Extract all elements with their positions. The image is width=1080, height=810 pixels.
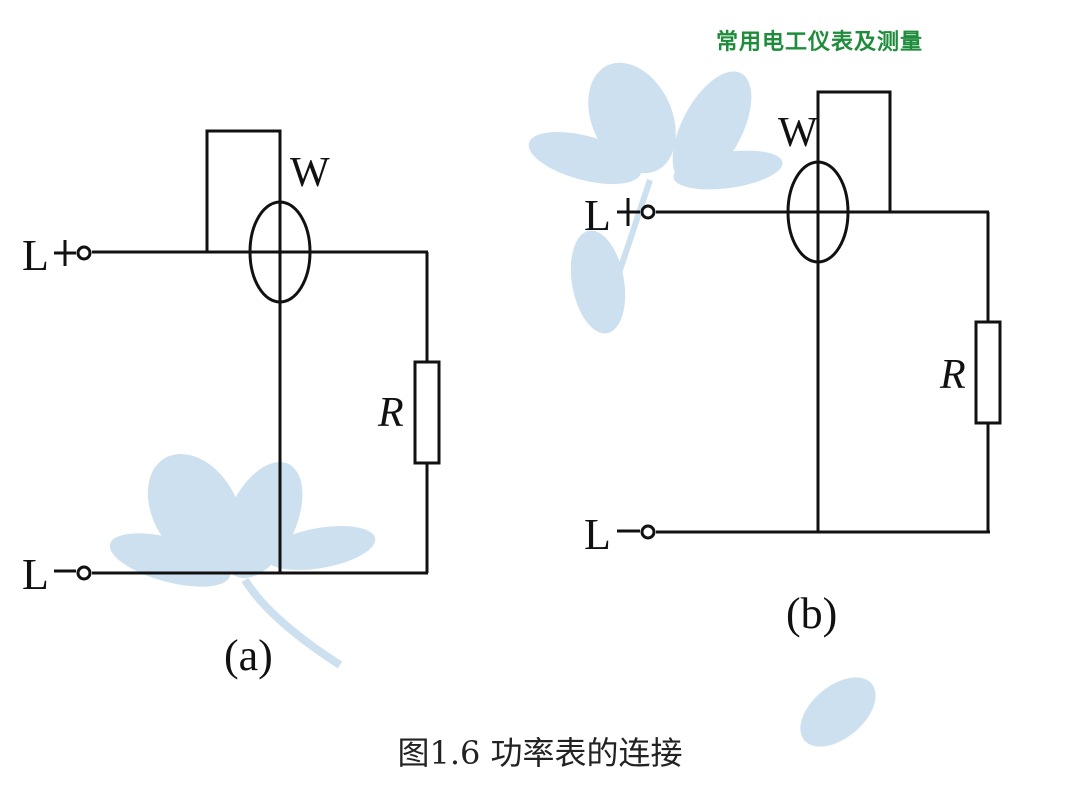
resistor-b-label: R [940, 352, 966, 398]
watermark-flower [109, 62, 876, 747]
wattmeter-b-label: W [778, 110, 818, 156]
voltage-coil-loop-a [205, 129, 282, 252]
resistor-b [974, 320, 1002, 425]
terminal-b-pos-label: L [584, 191, 611, 240]
resistor-a [413, 360, 441, 465]
resistor-a-label: R [378, 390, 404, 436]
voltage-coil-loop-b [816, 90, 892, 212]
wattmeter-a-label: W [290, 150, 330, 196]
circuit-a [54, 129, 441, 581]
watermark-leaf [800, 677, 876, 747]
watermark-flower-top [528, 62, 783, 334]
terminal-b-pos [640, 204, 656, 220]
terminal-a-neg-label: L [22, 550, 49, 599]
diagram-b-sublabel: (b) [786, 589, 838, 638]
terminal-b-neg-label: L [584, 510, 611, 559]
terminal-a-pos-label: L [22, 231, 49, 280]
terminal-b-neg [640, 524, 656, 540]
circuit-b [617, 90, 1002, 540]
diagram-a-sublabel: (a) [224, 631, 273, 680]
figure-caption: 图1.6 功率表的连接 [397, 734, 683, 772]
terminal-a-pos [76, 245, 92, 261]
header-title: 常用电工仪表及测量 [716, 30, 924, 55]
terminal-a-neg [76, 565, 92, 581]
